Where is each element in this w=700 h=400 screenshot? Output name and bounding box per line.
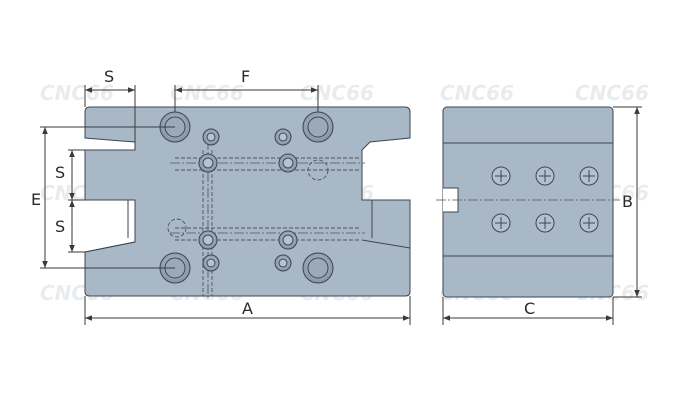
- dimension-layer: S F E S S A B C: [31, 67, 642, 325]
- hidden-passage-vertical-1: [202, 150, 213, 296]
- hidden-nozzle-upper: [307, 159, 329, 181]
- screw-lower-right: [278, 230, 298, 250]
- watermark-text: CNC66: [300, 81, 374, 105]
- mounting-hole-top-right: [302, 111, 334, 143]
- dimension-b: B: [622, 192, 633, 211]
- dimension-s-upper: S: [55, 163, 65, 182]
- dimension-e: E: [31, 190, 41, 209]
- front-slot-wedge-left: [84, 241, 136, 253]
- side-view: [436, 106, 620, 298]
- watermark-text: CNC66: [170, 81, 244, 105]
- dimension-s-lower: S: [55, 217, 65, 236]
- dimension-f: F: [241, 67, 250, 86]
- screw-upper-left: [198, 153, 218, 173]
- screw-top-left-a: [202, 128, 220, 146]
- watermark-text: CNC66: [440, 81, 514, 105]
- hidden-nozzle-lower: [167, 218, 187, 238]
- front-slot-wedge-right: [361, 239, 411, 249]
- screw-lower-left: [198, 230, 218, 250]
- side-view-body: [442, 106, 614, 298]
- watermark-text: CNC66: [40, 81, 114, 105]
- cross-hole-row-2: [491, 213, 599, 233]
- mounting-hole-bottom-right: [302, 252, 334, 284]
- screw-bottom-right-a: [274, 254, 292, 272]
- screw-bottom-left-a: [202, 254, 220, 272]
- front-view: [84, 106, 411, 300]
- dimension-a: A: [242, 299, 253, 318]
- front-view-body: [84, 106, 411, 297]
- dimension-c: C: [524, 299, 535, 318]
- watermark-text: CNC66: [575, 81, 649, 105]
- cross-hole-row-1: [491, 166, 599, 186]
- dimension-s-top: S: [104, 67, 114, 86]
- screw-top-right-a: [274, 128, 292, 146]
- screw-upper-right: [278, 153, 298, 173]
